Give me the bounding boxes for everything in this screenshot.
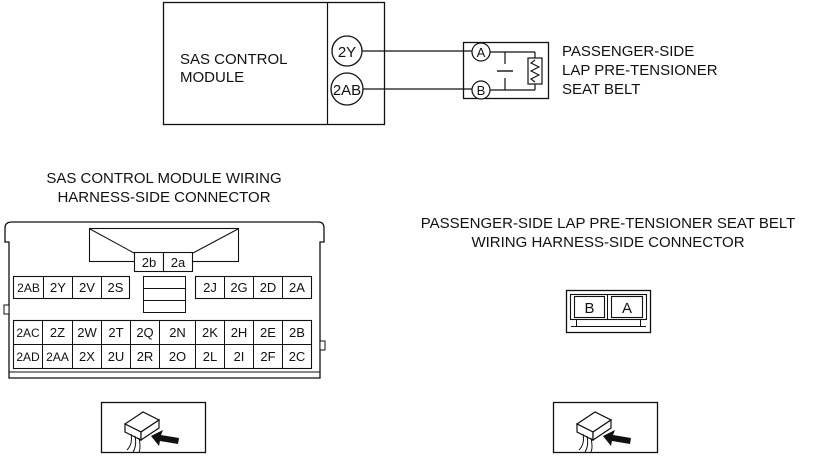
terminal-2y: 2Y	[331, 35, 363, 67]
pin-2q: 2Q	[136, 325, 153, 340]
sas-control-module-box	[162, 1, 386, 126]
belt-connector-face: B A	[565, 289, 652, 334]
pin-2f: 2F	[260, 349, 275, 364]
pin-2i: 2I	[234, 349, 245, 364]
module-connector-section: SAS CONTROL MODULE WIRING HARNESS-SIDE C…	[3, 170, 326, 454]
pin-2d: 2D	[260, 280, 277, 295]
pin-2a-row: 2A	[289, 280, 305, 295]
svg-text:2b: 2b	[142, 255, 156, 270]
terminal-2ab: 2AB	[330, 72, 364, 106]
belt-pin-a: A	[622, 300, 632, 317]
pin-2t: 2T	[108, 325, 123, 340]
svg-text:2Y: 2Y	[338, 44, 356, 61]
pretensioner-device: A B	[462, 41, 550, 100]
pin-2w: 2W	[77, 325, 97, 340]
device-label-line-1: PASSENGER-SIDE	[562, 43, 694, 60]
pin-2s: 2S	[108, 280, 124, 295]
belt-connector-title-2: WIRING HARNESS-SIDE CONNECTOR	[471, 234, 744, 251]
pin-2b: 2b	[133, 251, 165, 273]
module-connector-title-2: HARNESS-SIDE CONNECTOR	[57, 189, 270, 206]
pin-2g: 2G	[230, 280, 247, 295]
module-label-line-2: MODULE	[180, 69, 244, 86]
module-label-line-1: SAS CONTROL	[180, 51, 288, 68]
pin-2aa: 2AA	[46, 350, 69, 364]
module-connector-face: 2b 2a 2AB 2Y 2V 2S 2J 2G	[3, 221, 326, 379]
pin-2e: 2E	[260, 325, 276, 340]
belt-connector-section: PASSENGER-SIDE LAP PRE-TENSIONER SEAT BE…	[421, 215, 796, 454]
schematic: SAS CONTROL MODULE 2Y 2AB A B	[162, 1, 718, 126]
pin-2x: 2X	[79, 349, 95, 364]
pin-2l: 2L	[203, 349, 217, 364]
pin-2v: 2V	[79, 280, 95, 295]
pin-2r: 2R	[137, 349, 154, 364]
pin-2n: 2N	[169, 325, 186, 340]
pin-2o: 2O	[169, 349, 186, 364]
pin-2a: 2a	[162, 251, 194, 273]
pin-2ac: 2AC	[16, 326, 40, 340]
pin-2u: 2U	[108, 349, 125, 364]
svg-text:2AB: 2AB	[333, 82, 361, 99]
belt-connector-title-1: PASSENGER-SIDE LAP PRE-TENSIONER SEAT BE…	[421, 215, 796, 232]
connector-view-arrow-icon	[100, 401, 207, 454]
device-pin-b: B	[477, 83, 486, 98]
pin-2y: 2Y	[50, 280, 66, 295]
pin-2b-row: 2B	[289, 325, 305, 340]
connector-view-arrow-icon	[552, 401, 659, 454]
pin-2c: 2C	[289, 349, 306, 364]
svg-text:2a: 2a	[171, 255, 186, 270]
pin-2z: 2Z	[50, 325, 65, 340]
pin-2ad: 2AD	[16, 350, 40, 364]
module-connector-title-1: SAS CONTROL MODULE WIRING	[46, 170, 281, 187]
pin-2ab: 2AB	[17, 281, 40, 295]
pin-2j: 2J	[203, 280, 217, 295]
device-pin-a: A	[477, 45, 486, 60]
pin-2k: 2K	[202, 325, 218, 340]
belt-pin-b: B	[584, 300, 594, 317]
resistor-symbol	[527, 57, 543, 85]
pin-2h: 2H	[231, 325, 248, 340]
device-label-line-2: LAP PRE-TENSIONER	[562, 62, 718, 79]
device-label-line-3: SEAT BELT	[562, 81, 640, 98]
